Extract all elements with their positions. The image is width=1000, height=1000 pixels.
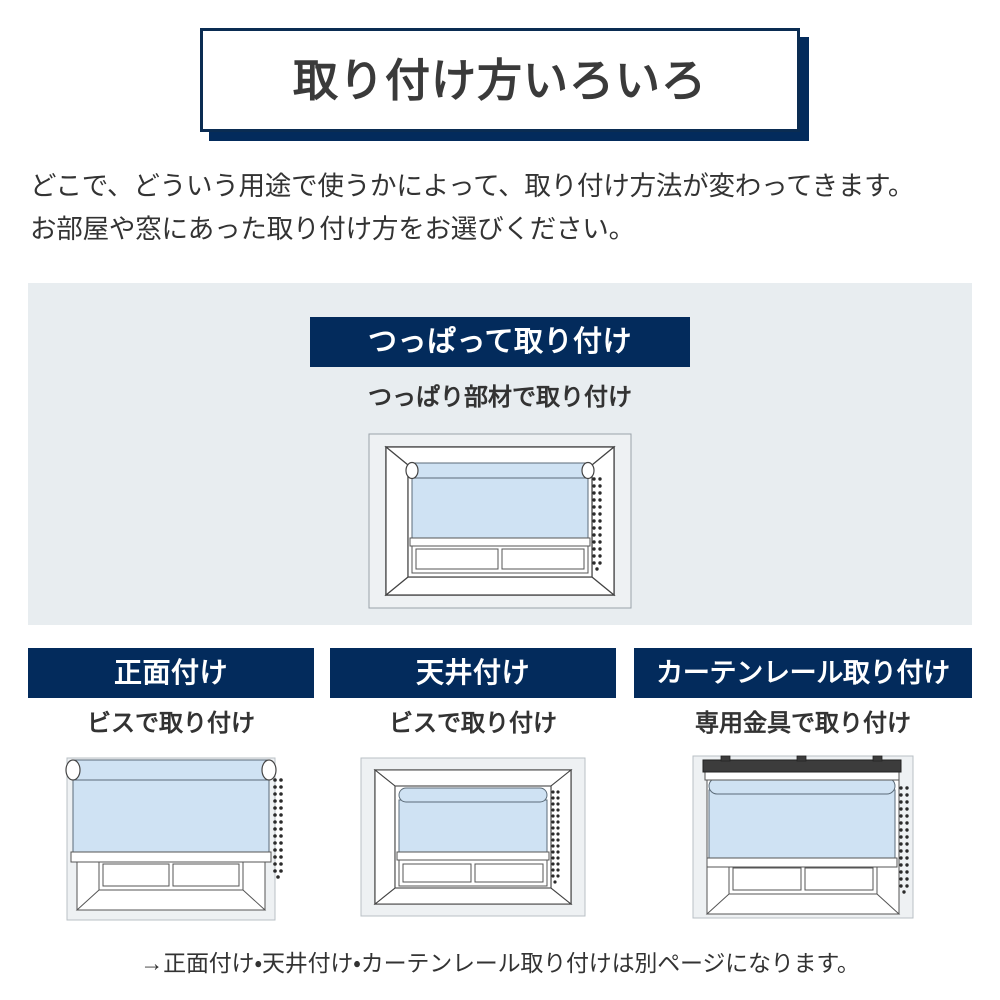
roller-blind-front-mount-diagram bbox=[28, 748, 314, 928]
tension-mount-heading-label: つっぱって取り付け bbox=[367, 325, 633, 358]
roller-blind-ceiling-mount-diagram bbox=[330, 748, 616, 928]
intro-line-1: どこで、どういう用途で使うかによって、取り付け方法が変わってきます。 bbox=[30, 171, 915, 201]
page-title: 取り付け方いろいろ bbox=[292, 54, 707, 106]
curtain-rail-mount-heading-bar: カーテンレール取り付け bbox=[634, 648, 972, 698]
tension-mount-subtitle: つっぱり部材で取り付け bbox=[368, 384, 632, 411]
ceiling-mount-heading-label: 天井付け bbox=[415, 657, 530, 688]
tension-mount-panel: つっぱって取り付け つっぱり部材で取り付け bbox=[28, 283, 972, 625]
front-mount-subtitle: ビスで取り付け bbox=[87, 710, 255, 737]
ceiling-mount-heading-bar: 天井付け bbox=[330, 648, 616, 698]
roller-blind-tension-mount-diagram bbox=[368, 433, 632, 609]
curtain-rail-mount-subtitle: 専用金具で取り付け bbox=[695, 710, 911, 737]
mount-methods-columns: 正面付け ビスで取り付け bbox=[0, 648, 1000, 948]
page-title-banner: 取り付け方いろいろ bbox=[200, 28, 809, 141]
intro-paragraph: どこで、どういう用途で使うかによって、取り付け方法が変わってきます。 お部屋や窓… bbox=[30, 165, 980, 251]
intro-line-2: お部屋や窓にあった取り付け方をお選びください。 bbox=[30, 213, 635, 244]
title-banner-box: 取り付け方いろいろ bbox=[200, 28, 800, 132]
method-column-front-mount: 正面付け ビスで取り付け bbox=[28, 648, 314, 928]
front-mount-heading-bar: 正面付け bbox=[28, 648, 314, 698]
method-column-ceiling-mount: 天井付け ビスで取り付け bbox=[330, 648, 616, 928]
ceiling-mount-subtitle: ビスで取り付け bbox=[389, 710, 557, 737]
tension-mount-heading-bar: つっぱって取り付け bbox=[310, 317, 690, 367]
other-pages-note: →正面付け・天井付け・カーテンレール取り付けは別ページになります。 bbox=[140, 950, 860, 976]
front-mount-heading-label: 正面付け bbox=[113, 657, 228, 688]
curtain-rail-mount-heading-label: カーテンレール取り付け bbox=[656, 657, 950, 688]
method-column-curtain-rail-mount: カーテンレール取り付け 専用金具で取り付け bbox=[634, 648, 972, 928]
roller-blind-curtain-rail-mount-diagram bbox=[634, 748, 972, 928]
